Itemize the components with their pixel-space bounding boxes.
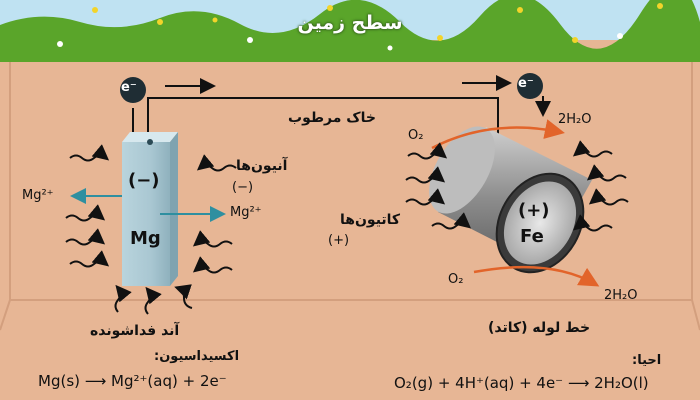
ground-surface-title: سطح زمین [297,12,403,34]
reduction-heading: احیا: [632,353,662,368]
wire [147,97,499,156]
o2-bottom-label: O₂ [448,272,464,287]
mg-ion-left-label: Mg²⁺ [22,188,54,203]
moist-soil-label: خاک مرطوب [288,110,376,126]
electron-left-label: e⁻ [121,80,137,95]
cathode-sign: (+) [518,200,550,221]
ion-squiggles-anode [65,144,237,315]
soil-box-floor [9,62,693,301]
electron-left-circle [120,77,146,103]
oxidation-heading: اکسیداسیون: [154,349,240,364]
anode-sign: (−) [128,170,160,191]
sacrificial-anode-label: آند فداشونده [90,323,180,339]
cations-sign: (+) [328,233,350,248]
ion-squiggles-cathode [405,140,629,232]
o2-top-label: O₂ [408,128,424,143]
mg-ion-right-label: Mg²⁺ [230,205,262,220]
anode-metal-label: Mg [130,228,161,249]
grass-strip [0,0,700,62]
electron-right-circle [517,73,543,99]
anode-rod-top [122,132,178,142]
water-top-label: 2H₂O [558,112,592,127]
cations-label: کاتیون‌ها [340,212,401,228]
anions-label: آنیون‌ها [236,158,288,174]
water-bottom-label: 2H₂O [604,288,638,303]
flowers [57,3,663,51]
o2-bottom-arrow [473,265,600,287]
anions-sign: (−) [232,180,254,195]
o2-top-arrow [431,119,565,150]
reduction-equation: O₂(g) + 4H⁺(aq) + 4e⁻ ⟶ 2H₂O(l) [394,374,649,392]
pipeline-cathode-label: خط لوله (کاتد) [488,320,591,336]
pipe [429,126,592,274]
oxidation-equation: Mg(s) ⟶ Mg²⁺(aq) + 2e⁻ [38,372,227,390]
anode-rod-side [170,132,178,286]
cathode-metal-label: Fe [520,226,544,247]
electron-right-label: e⁻ [518,76,534,91]
